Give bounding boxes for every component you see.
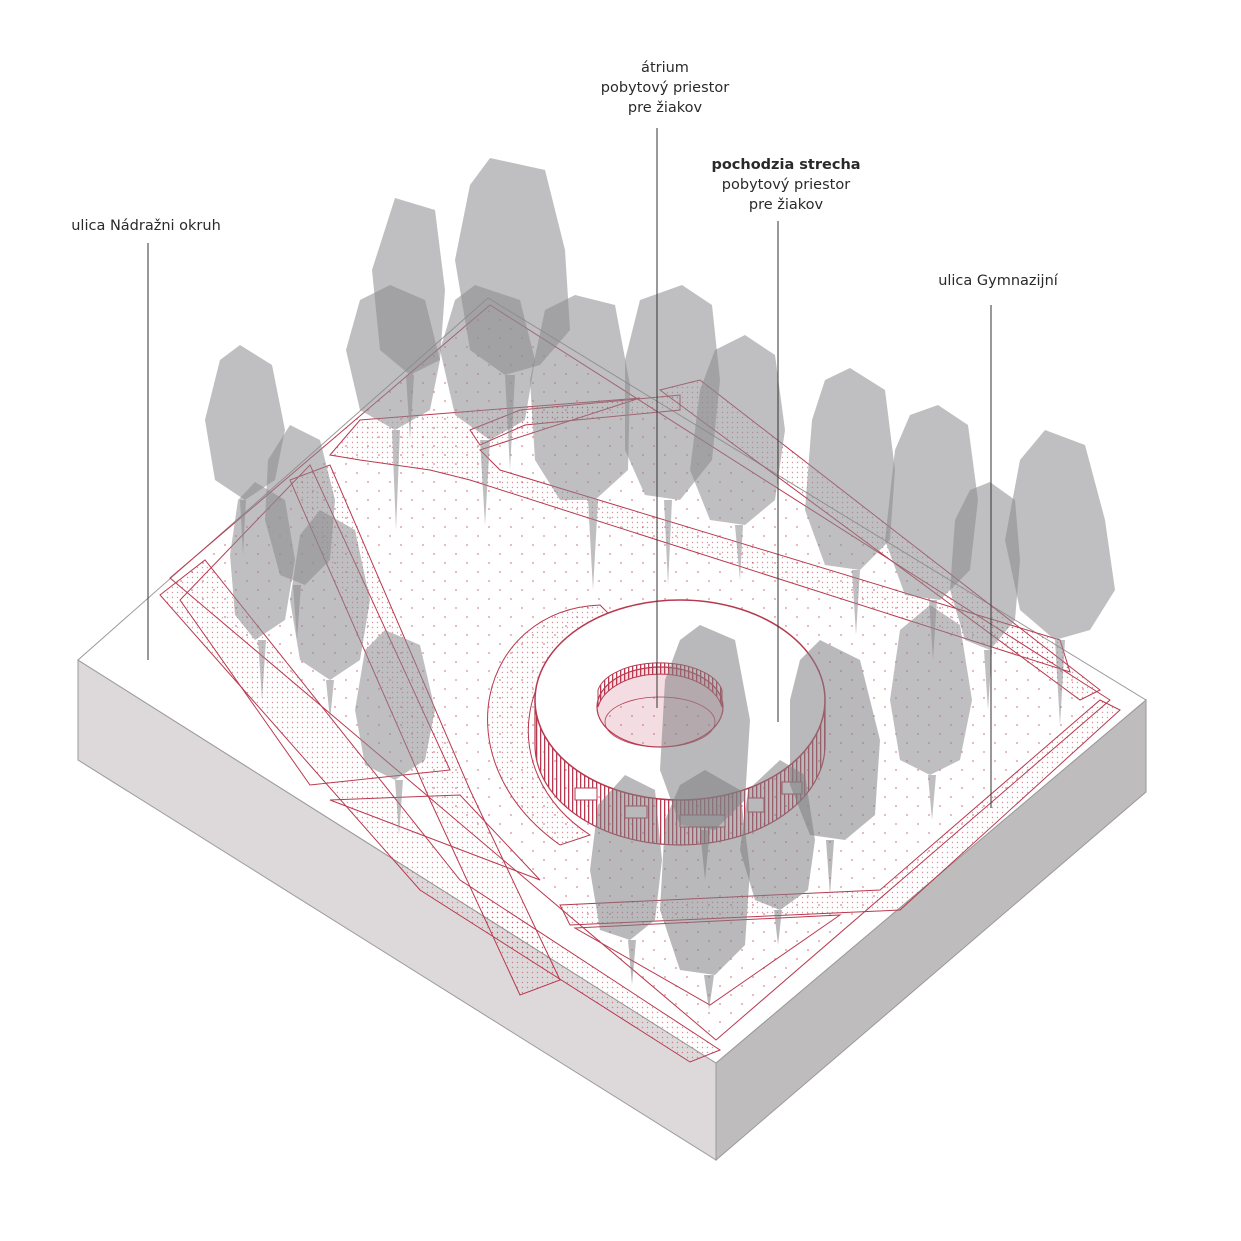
label-roof: pochodzia strecha pobytový priestor pre … [711,155,860,215]
label-roof-title: pochodzia strecha [711,157,861,173]
tree [230,482,295,700]
tree [690,335,785,580]
tree [740,760,815,945]
label-atrium-title: átrium [641,60,689,76]
tree [890,605,972,820]
tree [1005,430,1115,725]
tree [660,770,750,1010]
tree [805,368,895,635]
tree [440,285,535,525]
tree [355,630,435,835]
tree [590,775,662,985]
leader-lines [147,128,992,808]
label-atrium: átrium pobytový priestor pre žiakov [601,58,729,118]
label-roof-desc: pobytový priestor [721,177,851,193]
label-atrium-desc2: pre žiakov [627,100,703,116]
trees-back [205,158,1115,835]
tree [290,510,370,720]
trees-front [590,625,880,1010]
tree [346,285,440,530]
tree [950,482,1020,710]
path-west-diagonal [159,559,722,1063]
label-atrium-desc: pobytový priestor [600,80,730,96]
label-street-east-text: ulica Gymnazijní [938,273,1058,289]
label-street-east: ulica Gymnazijní [938,271,1058,291]
label-street-west-text: ulica Nádražni okruh [71,218,221,234]
tree [530,295,630,590]
label-roof-desc2: pre žiakov [748,197,824,213]
label-street-west: ulica Nádražni okruh [71,216,221,236]
tree [790,640,880,895]
